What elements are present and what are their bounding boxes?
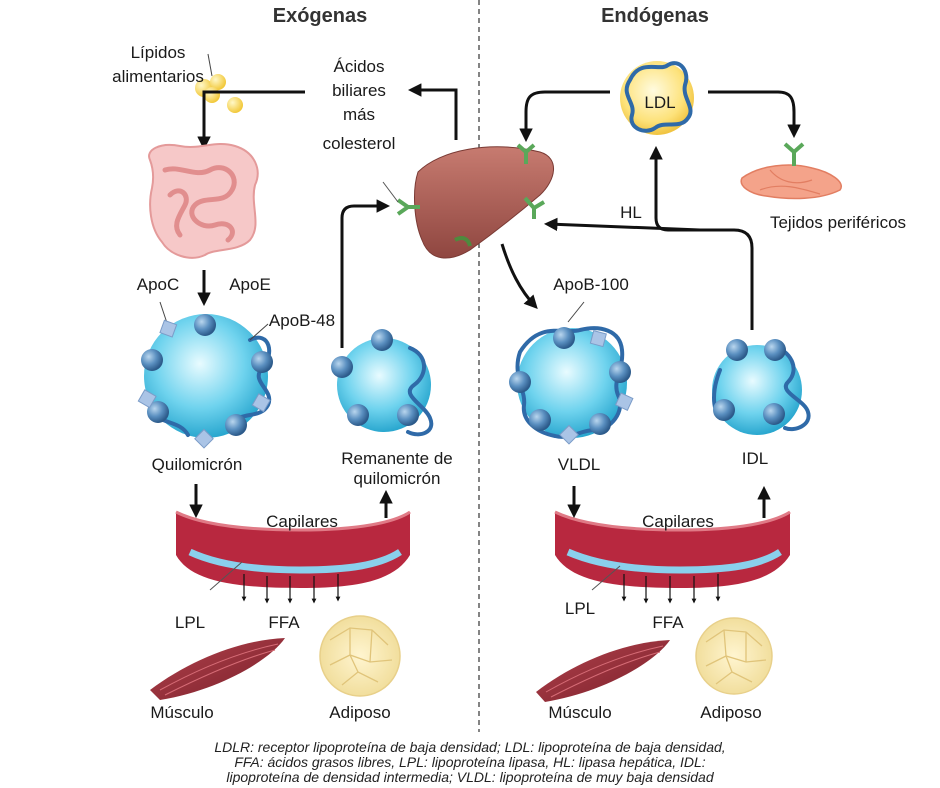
label-vldl: VLDL: [558, 455, 601, 474]
arrow-idl-to-liver-hl: [543, 217, 701, 232]
intestine-icon: [148, 143, 259, 259]
header-endogenous: Endógenas: [601, 5, 709, 27]
ldl-receptor-liver-right: [523, 196, 546, 219]
idl-particle: [712, 339, 811, 435]
label-tejidos: Tejidos periféricos: [770, 213, 906, 232]
caption-line-1: LDLR: receptor lipoproteína de baja dens…: [214, 739, 725, 755]
liver-icon: [414, 146, 554, 259]
adipose-icon-right: [695, 617, 773, 695]
pointer-lpl-left: [209, 561, 243, 591]
label-ffa-left: FFA: [268, 613, 300, 632]
arrow-remnant-to-liver: [340, 199, 391, 348]
vldl-particle: [509, 326, 634, 445]
caption-line-2: FFA: ácidos grasos libres, LPL: lipoprot…: [234, 754, 705, 770]
pointer-apob100: [567, 301, 585, 323]
label-apoc: ApoC: [137, 275, 180, 294]
label-apob100: ApoB-100: [553, 275, 629, 294]
label-ldl: LDL: [644, 93, 675, 112]
arrow-ldl-to-liver: [519, 90, 610, 143]
peripheral-tissues-icon: [740, 142, 842, 200]
ldl-receptor-liver-left: [396, 198, 420, 216]
ffa-release-arrows-left: [241, 574, 341, 604]
label-adiposo-left: Adiposo: [329, 703, 390, 722]
caption-line-3: lipoproteína de densidad intermedia; VLD…: [226, 769, 714, 785]
muscle-icon-left: [150, 638, 285, 700]
muscle-icon-right: [536, 640, 670, 702]
label-lpl-right: LPL: [565, 599, 595, 618]
chylomicron-particle: [137, 314, 273, 449]
adipose-icon-left: [319, 615, 401, 697]
arrow-liver-to-vldl: [500, 243, 538, 309]
label-alimentarios: alimentarios: [112, 67, 204, 86]
header-exogenous: Exógenas: [273, 5, 367, 27]
label-colesterol: colesterol: [323, 134, 396, 153]
label-capilares-left: Capilares: [266, 512, 338, 531]
ldl-particle: [620, 61, 694, 135]
label-capilares-right: Capilares: [642, 512, 714, 531]
label-acidos: Ácidos: [333, 57, 384, 76]
label-musculo-left: Músculo: [150, 703, 213, 722]
capillary-right: [554, 510, 791, 588]
pointer-apob48: [249, 323, 269, 341]
ffa-release-arrows-right: [621, 574, 721, 604]
label-lpl-left: LPL: [175, 613, 205, 632]
label-ffa-right: FFA: [652, 613, 684, 632]
label-quilomicron: Quilomicrón: [152, 455, 243, 474]
arrow-idl-to-ldl: [649, 145, 754, 330]
label-hl: HL: [620, 203, 642, 222]
label-remanente-2: quilomicrón: [354, 469, 441, 488]
label-apob48: ApoB-48: [269, 311, 335, 330]
pointer-receptor: [382, 181, 399, 203]
arrow-ldl-to-tissues: [708, 90, 801, 139]
label-musculo-right: Músculo: [548, 703, 611, 722]
arrow-liver-to-bile: [407, 83, 458, 140]
pointer-lpl-right: [591, 565, 621, 591]
label-apoe: ApoE: [229, 275, 271, 294]
label-mas: más: [343, 105, 375, 124]
chylomicron-remnant-particle: [331, 329, 434, 437]
label-adiposo-right: Adiposo: [700, 703, 761, 722]
label-remanente-1: Remanente de: [341, 449, 453, 468]
label-idl: IDL: [742, 449, 768, 468]
ldl-receptor-top: [516, 143, 536, 164]
label-biliares: biliares: [332, 81, 386, 100]
label-lipidos: Lípidos: [131, 43, 186, 62]
arrow-bile-to-intestine: [197, 90, 305, 151]
